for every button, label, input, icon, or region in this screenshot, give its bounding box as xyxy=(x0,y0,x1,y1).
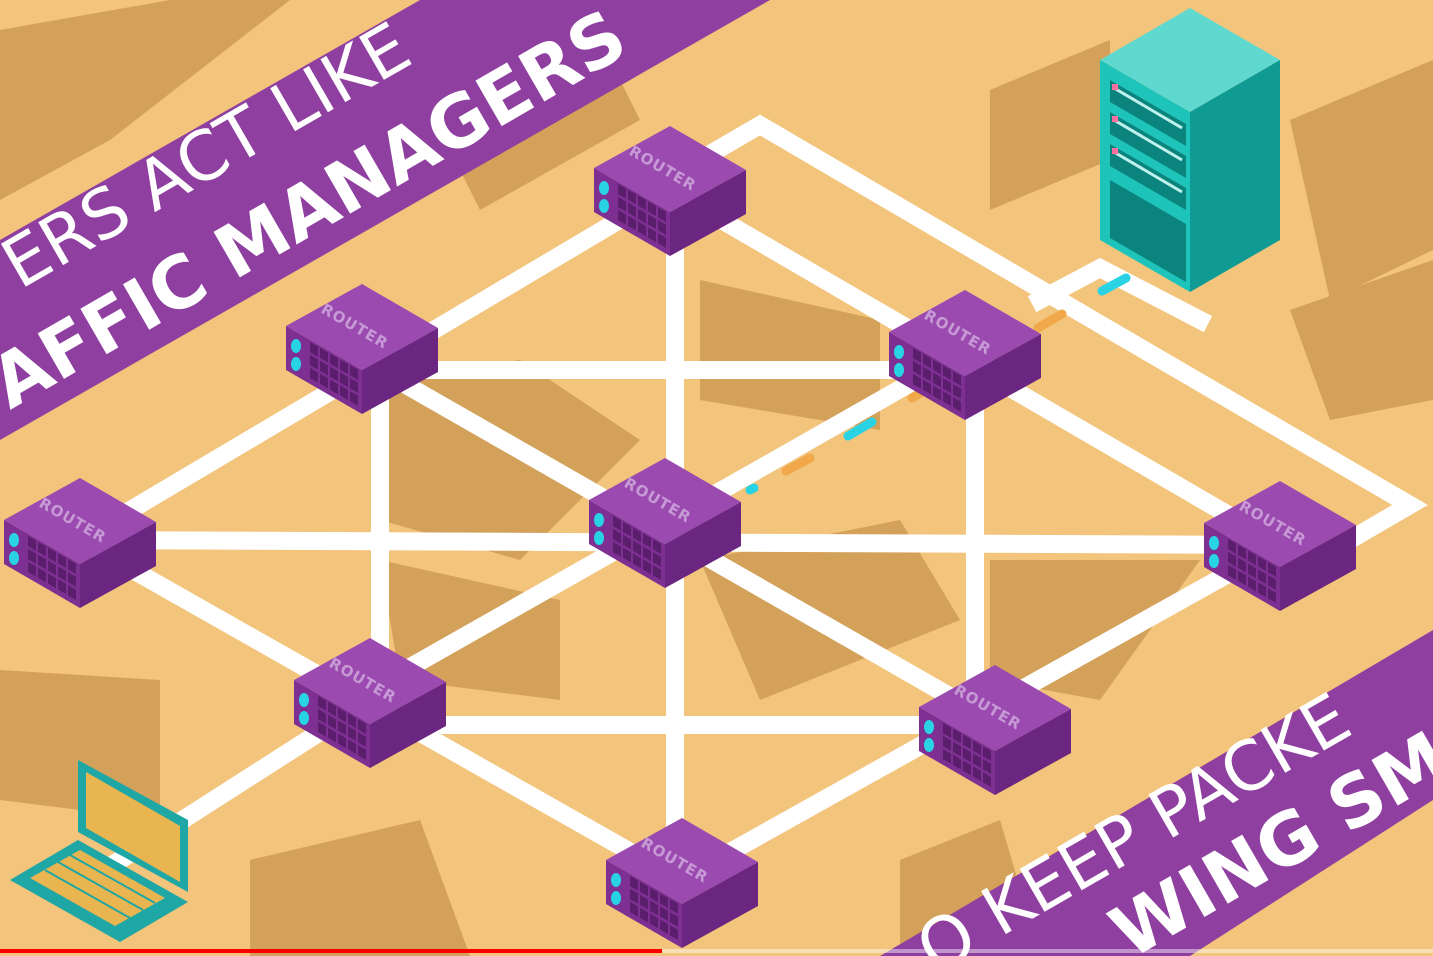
router-icon: ROUTER xyxy=(606,818,758,948)
bottom-banner: O KEEP PACKE WING SMOO xyxy=(880,630,1433,956)
router-icon: ROUTER xyxy=(1204,481,1356,611)
server-icon xyxy=(1100,8,1280,292)
progress-played xyxy=(0,949,662,953)
router-icon: ROUTER xyxy=(4,478,156,608)
video-progress-bar[interactable] xyxy=(0,946,1433,956)
